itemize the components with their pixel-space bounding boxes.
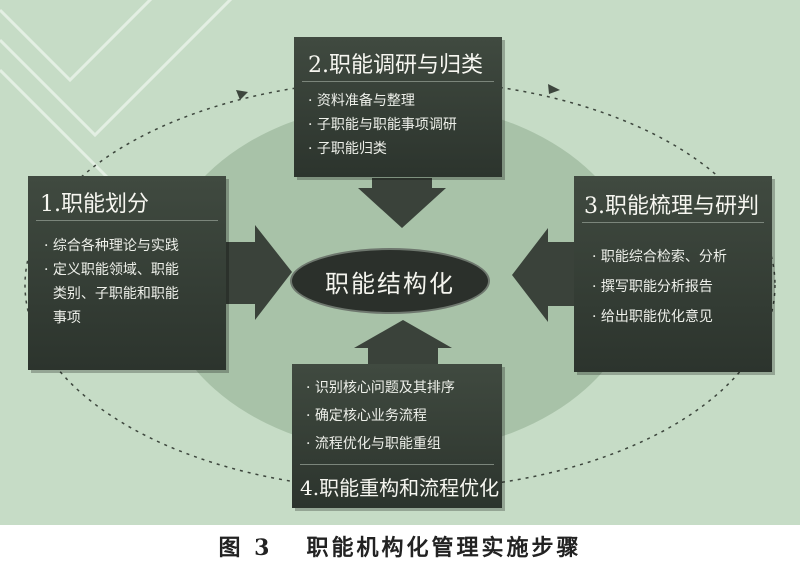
figure-number: 图 3 [218, 535, 273, 561]
step1-items: · 综合各种理论与实践 · 定义职能领域、职能 类别、子职能和职能 事项 [44, 234, 226, 330]
decor-lines [0, 0, 233, 182]
step1-box: 1.职能划分 · 综合各种理论与实践 · 定义职能领域、职能 类别、子职能和职能… [28, 176, 226, 370]
arrow-from-step2 [358, 178, 446, 228]
step3-item: · 撰写职能分析报告 [592, 279, 713, 295]
step1-item: · 综合各种理论与实践 [44, 238, 179, 254]
cycle-arrowhead [548, 84, 560, 94]
step4-box: · 识别核心问题及其排序 · 确定核心业务流程 · 流程优化与职能重组 4.职能… [292, 364, 502, 508]
step2-box: 2.职能调研与归类 · 资料准备与整理 · 子职能与职能事项调研 · 子职能归类 [294, 37, 502, 177]
step2-divider [302, 81, 494, 82]
step4-title: 4.职能重构和流程优化 [300, 476, 500, 500]
step1-divider [36, 220, 218, 221]
figure-caption: 图 3 职能机构化管理实施步骤 [0, 530, 800, 562]
step4-item: · 流程优化与职能重组 [306, 436, 441, 452]
arrow-from-step4 [354, 320, 452, 366]
diagram-canvas: 1.职能划分 · 综合各种理论与实践 · 定义职能领域、职能 类别、子职能和职能… [0, 0, 800, 525]
caption-bar [0, 525, 800, 579]
step1-item: · 定义职能领域、职能 [44, 262, 179, 278]
arrow-from-step1 [225, 225, 292, 320]
step4-item: · 确定核心业务流程 [306, 408, 427, 424]
step4-item: · 识别核心问题及其排序 [306, 380, 455, 396]
cycle-arrowhead [236, 90, 248, 100]
step2-item: · 资料准备与整理 [308, 93, 415, 109]
step2-title: 2.职能调研与归类 [308, 53, 483, 78]
step2-items: · 资料准备与整理 · 子职能与职能事项调研 · 子职能归类 [308, 89, 502, 161]
step3-box: 3.职能梳理与研判 · 职能综合检索、分析 · 撰写职能分析报告 · 给出职能优… [574, 176, 772, 372]
step4-items: · 识别核心问题及其排序 · 确定核心业务流程 · 流程优化与职能重组 [306, 374, 502, 458]
step2-item: · 子职能归类 [308, 141, 387, 157]
step3-item: · 给出职能优化意见 [592, 309, 713, 325]
step4-divider [300, 464, 494, 465]
arrow-from-step3 [512, 228, 580, 322]
figure-title: 职能机构化管理实施步骤 [306, 535, 582, 561]
step3-item: · 职能综合检索、分析 [592, 249, 727, 265]
step1-item: 类别、子职能和职能 [44, 286, 179, 302]
step3-items: · 职能综合检索、分析 · 撰写职能分析报告 · 给出职能优化意见 [592, 242, 772, 332]
center-node: 职能结构化 [290, 248, 490, 314]
center-label: 职能结构化 [325, 269, 455, 298]
step3-divider [582, 222, 764, 223]
step1-title: 1.职能划分 [40, 192, 149, 217]
step1-item: 事项 [44, 310, 81, 326]
step3-title: 3.职能梳理与研判 [584, 194, 759, 219]
step2-item: · 子职能与职能事项调研 [308, 117, 457, 133]
